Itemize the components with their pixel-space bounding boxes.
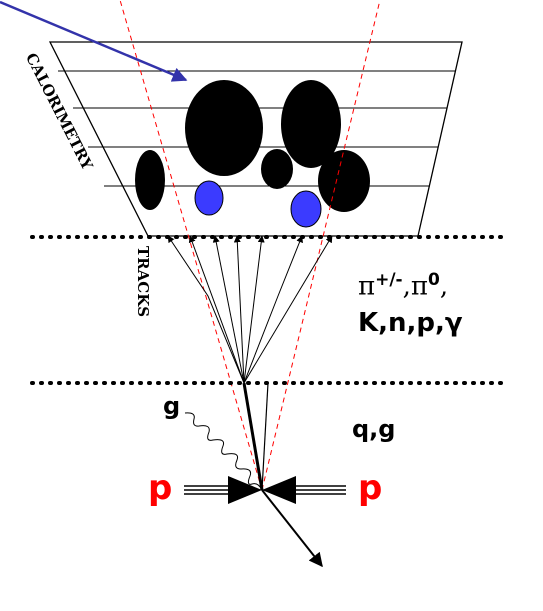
beam-left [184,476,262,504]
energy-deposits [135,80,370,228]
hadronic-deposit [281,80,341,168]
particles-line-2: K,n,p,γ [358,307,463,338]
recoil-arrow [261,489,323,568]
cone-edge-left [119,0,263,491]
outgoing-parton-line [242,382,264,491]
outgoing-parton-line [261,382,269,491]
outgoing-parton-label: q,g [352,415,396,443]
partons [184,382,269,491]
track-arrow [233,235,245,384]
proton-right-label: p [358,468,383,508]
em-deposit [290,190,322,228]
beam-right [262,476,346,504]
track-arrow [188,235,245,384]
em-deposit [194,180,224,216]
tracks [167,235,333,384]
particles-line-1: π+/-,π0, [358,270,449,302]
beam-left-arrowhead [228,476,262,504]
hadronic-deposit [185,80,263,176]
gluon-label: g [163,392,181,420]
gluon-radiation [184,412,263,491]
beam-right-arrowhead [262,476,296,504]
track-arrow [243,235,333,384]
track-arrow [212,235,245,384]
track-arrow [167,235,245,384]
hadronic-deposit [135,150,165,210]
hadronic-deposit [318,150,370,212]
cone-edge-right [261,0,381,491]
proton-left-label: p [148,468,173,508]
track-arrow [243,235,265,384]
jet-cone [119,0,381,491]
track-arrow [243,235,303,384]
pointer-arrow [0,0,188,82]
final-state-particles: π+/-,π0, K,n,p,γ [358,262,463,341]
tracks-label: TRACKS [134,246,152,318]
hadronic-deposit [261,149,293,189]
